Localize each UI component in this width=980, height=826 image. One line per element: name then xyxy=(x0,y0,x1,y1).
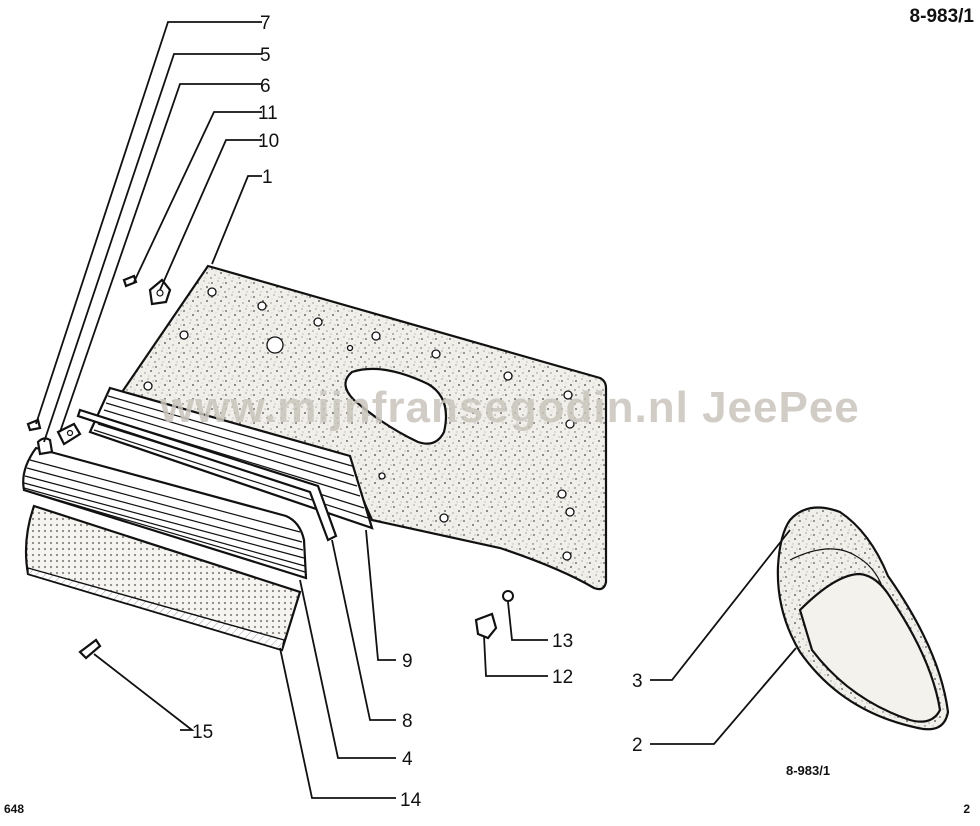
panel-slot xyxy=(344,367,448,445)
door-panel-part xyxy=(116,264,608,591)
door-pull-part xyxy=(776,506,950,731)
clip-10-part xyxy=(148,278,172,306)
caption-reference: 8-983/1 xyxy=(786,763,831,778)
callout-12: 12 xyxy=(552,667,573,688)
screw-7-part xyxy=(26,418,42,432)
callout-14: 14 xyxy=(400,790,422,811)
screw-15-part xyxy=(78,638,102,660)
leader-lines xyxy=(35,21,797,799)
callout-11: 11 xyxy=(258,103,278,124)
watermark-text: www.mijnfransegodin.nl JeePee xyxy=(160,383,860,432)
page-number-right: 2 xyxy=(963,802,970,816)
callout-13: 13 xyxy=(552,631,573,652)
callout-4: 4 xyxy=(402,749,413,770)
callout-15: 15 xyxy=(192,722,213,743)
callout-3: 3 xyxy=(632,671,643,692)
nut-13-part xyxy=(502,590,514,602)
callout-labels: 7 5 6 11 10 1 9 8 4 14 15 12 13 3 2 xyxy=(192,13,643,811)
drawing-reference: 8-983/1 xyxy=(909,6,974,27)
page-number-left: 648 xyxy=(4,802,25,816)
callout-6: 6 xyxy=(260,76,271,97)
callout-2: 2 xyxy=(632,735,643,756)
callout-5: 5 xyxy=(260,45,271,66)
callout-7: 7 xyxy=(260,13,271,34)
callout-10: 10 xyxy=(258,131,279,152)
callout-8: 8 xyxy=(402,711,413,732)
screw-11-part xyxy=(122,274,138,288)
clip-6-part xyxy=(56,422,82,446)
trim-rod-part xyxy=(76,408,338,542)
knob-12-part xyxy=(474,612,498,640)
panel-holes xyxy=(143,287,575,561)
callout-1: 1 xyxy=(262,167,273,188)
perforated-pad-part xyxy=(24,504,302,652)
armrest-strip-part xyxy=(22,446,308,580)
callout-9: 9 xyxy=(402,651,413,672)
end-cap-5-part xyxy=(36,437,54,456)
